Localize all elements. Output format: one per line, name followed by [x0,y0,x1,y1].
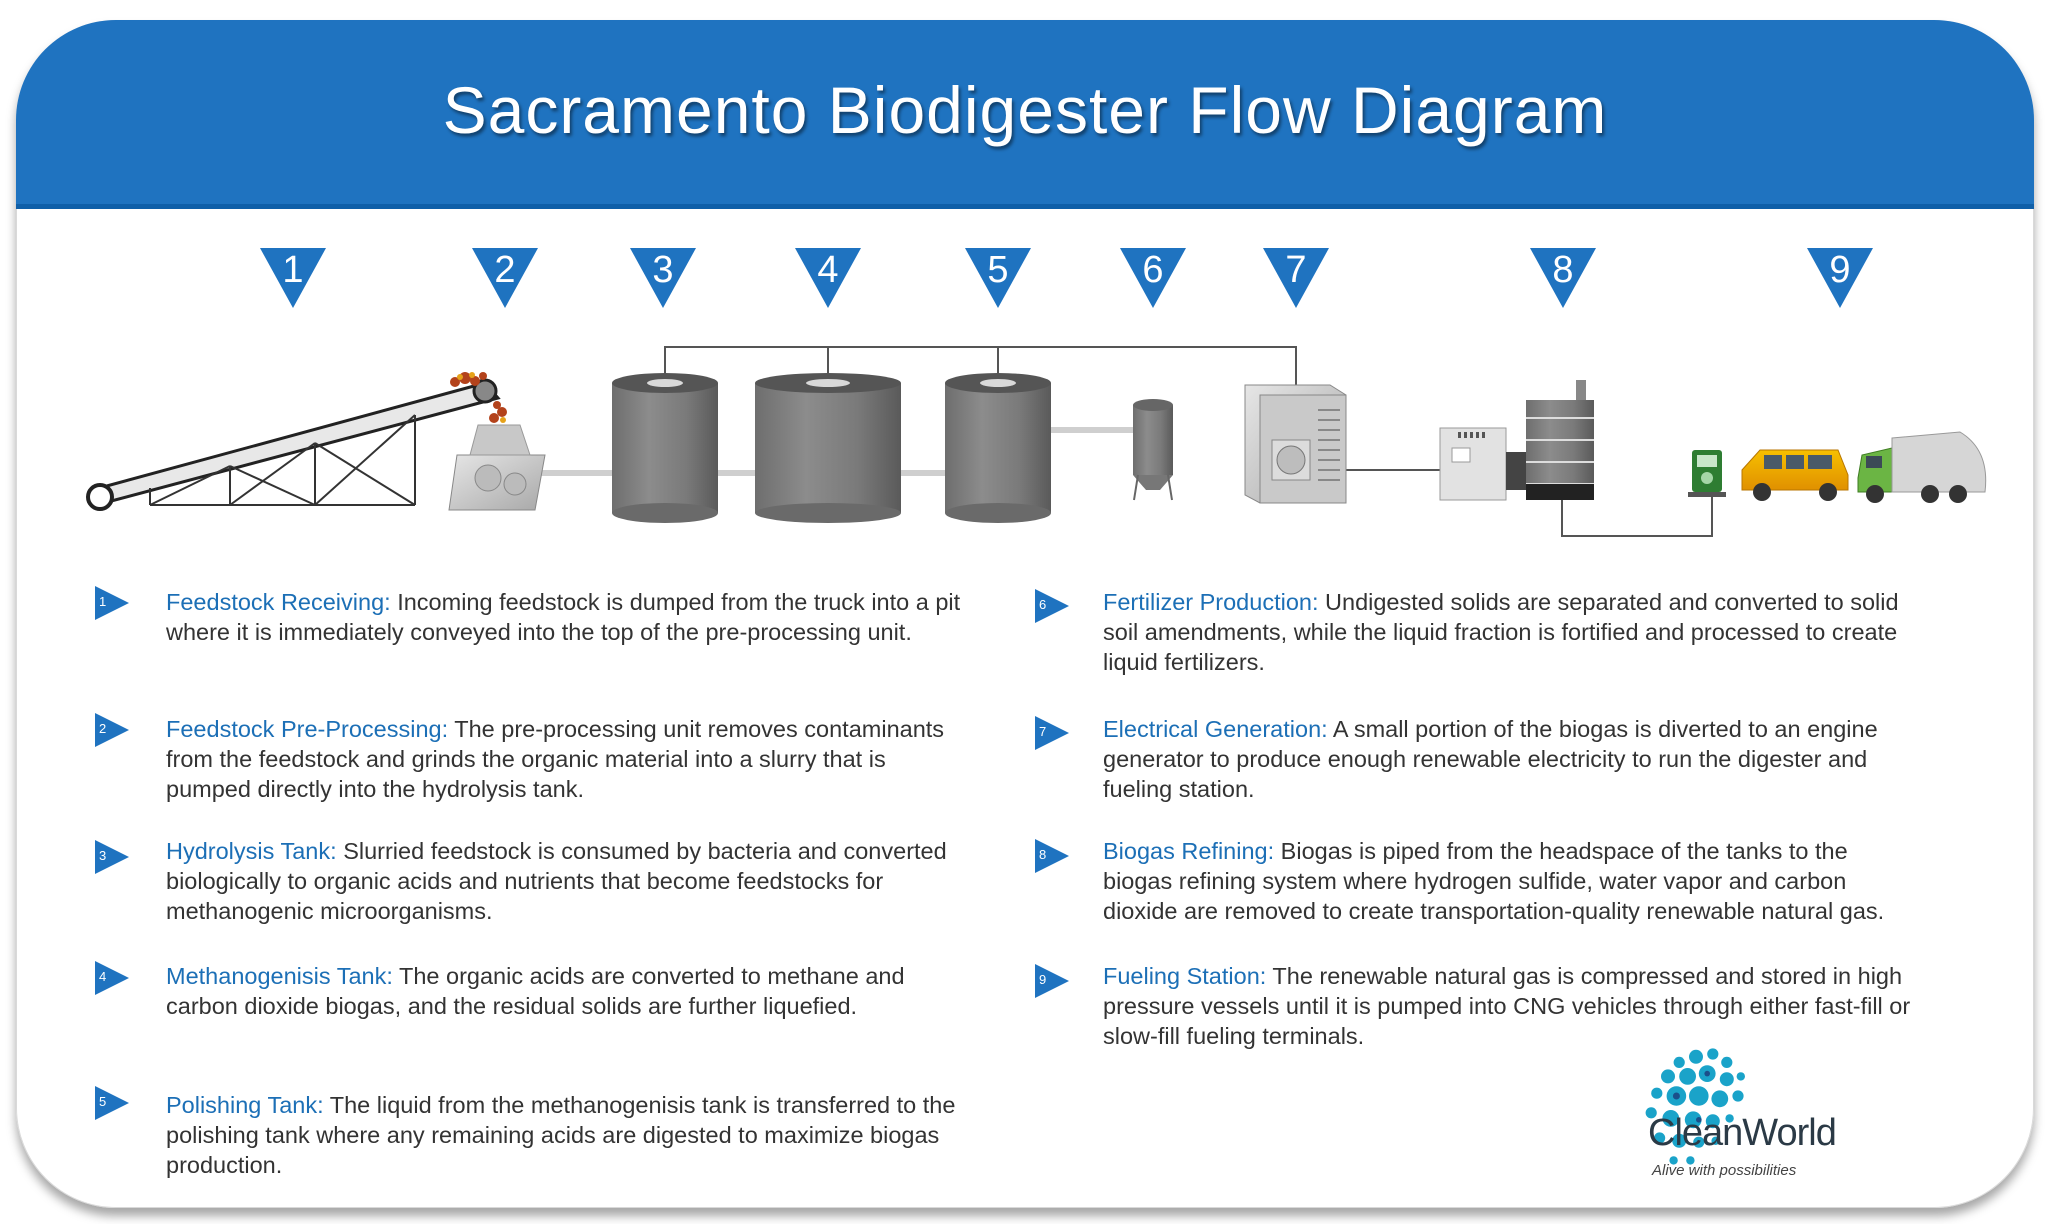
step-description-9: Fueling Station: The renewable natural g… [1103,961,1913,1051]
step-description-4: Methanogenisis Tank: The organic acids a… [166,961,976,1021]
liquid-pipes [540,427,1713,537]
polishing-tank [945,373,1051,523]
svg-text:1: 1 [282,249,303,291]
step-heading: Fertilizer Production: [1103,589,1319,615]
step-heading: Biogas Refining: [1103,838,1275,864]
fueling-station [1688,450,1726,497]
process-diagram: 1 2 3 4 5 6 7 8 9 [86,248,1987,537]
conveyor-belt [86,372,501,511]
step-description-8: Biogas Refining: Biogas is piped from th… [1103,836,1913,926]
logo-tagline: Alive with possibilities [1652,1162,1797,1179]
step-heading: Hydrolysis Tank: [166,838,337,864]
bullet-marker-5: 5 [95,1086,129,1120]
step-heading: Electrical Generation: [1103,716,1328,742]
infographic-card: Sacramento Biodigester Flow Diagram [16,20,2034,1208]
svg-text:8: 8 [1552,249,1573,291]
step-heading: Methanogenisis Tank: [166,963,393,989]
biogas-refining-system [1439,380,1594,501]
step-description-1: Feedstock Receiving: Incoming feedstock … [166,587,976,647]
logo-wordmark: CleanWorld [1648,1112,1837,1154]
svg-text:9: 9 [1829,249,1850,291]
step-heading: Polishing Tank: [166,1092,324,1118]
cng-van [1741,449,1849,501]
bullet-marker-9: 9 [1035,964,1069,998]
svg-text:4: 4 [817,249,838,291]
step-heading: Feedstock Receiving: [166,589,391,615]
step-marker-1: 1 [260,248,326,308]
cng-truck [1857,431,1987,503]
bullet-marker-3: 3 [95,840,129,874]
bullet-marker-7: 7 [1035,716,1069,750]
step-text: The organic acids are converted to metha… [166,963,905,1019]
step-description-2: Feedstock Pre-Processing: The pre-proces… [166,714,976,804]
page-title: Sacramento Biodigester Flow Diagram [442,73,1608,147]
step-heading: Fueling Station: [1103,963,1267,989]
cleanworld-logo-icon [1645,1048,1745,1165]
fertilizer-silo [1133,399,1173,501]
step-text: Incoming feedstock is dumped from the tr… [166,589,961,645]
bullet-marker-4: 4 [95,961,129,995]
svg-text:5: 5 [987,249,1008,291]
bullet-marker-6: 6 [1035,589,1069,623]
step-marker-6: 6 [1120,248,1186,308]
step-marker-2: 2 [472,248,538,308]
hydrolysis-tank [612,373,718,523]
step-markers: 1 2 3 4 5 6 7 8 9 [260,248,1873,308]
step-text: Biogas is piped from the headspace of th… [1103,838,1885,924]
step-marker-7: 7 [1263,248,1329,308]
step-marker-4: 4 [795,248,861,308]
bullet-marker-1: 1 [95,586,129,620]
step-marker-3: 3 [630,248,696,308]
bullet-marker-2: 2 [95,713,129,747]
step-text: The pre-processing unit removes contamin… [166,716,945,802]
engine-generator [1244,384,1347,504]
svg-text:7: 7 [1285,249,1306,291]
step-text: Undigested solids are separated and conv… [1103,589,1899,675]
step-description-5: Polishing Tank: The liquid from the meth… [166,1090,976,1180]
methanogenisis-tank [755,373,901,523]
step-marker-9: 9 [1807,248,1873,308]
svg-text:3: 3 [652,249,673,291]
step-description-7: Electrical Generation: A small portion o… [1103,714,1913,804]
step-heading: Feedstock Pre-Processing: [166,716,449,742]
step-description-6: Fertilizer Production: Undigested solids… [1103,587,1913,677]
step-marker-5: 5 [965,248,1031,308]
pre-processing-unit [448,401,546,511]
header-banner: Sacramento Biodigester Flow Diagram [16,20,2034,209]
step-text: The renewable natural gas is compressed … [1103,963,1911,1049]
svg-text:6: 6 [1142,249,1163,291]
step-text: A small portion of the biogas is diverte… [1103,716,1878,802]
step-description-3: Hydrolysis Tank: Slurried feedstock is c… [166,836,976,926]
svg-text:2: 2 [494,249,515,291]
step-text: Slurried feedstock is consumed by bacter… [166,838,947,924]
step-text: The liquid from the methanogenisis tank … [166,1092,956,1178]
step-marker-8: 8 [1530,248,1596,308]
bullet-marker-8: 8 [1035,839,1069,873]
